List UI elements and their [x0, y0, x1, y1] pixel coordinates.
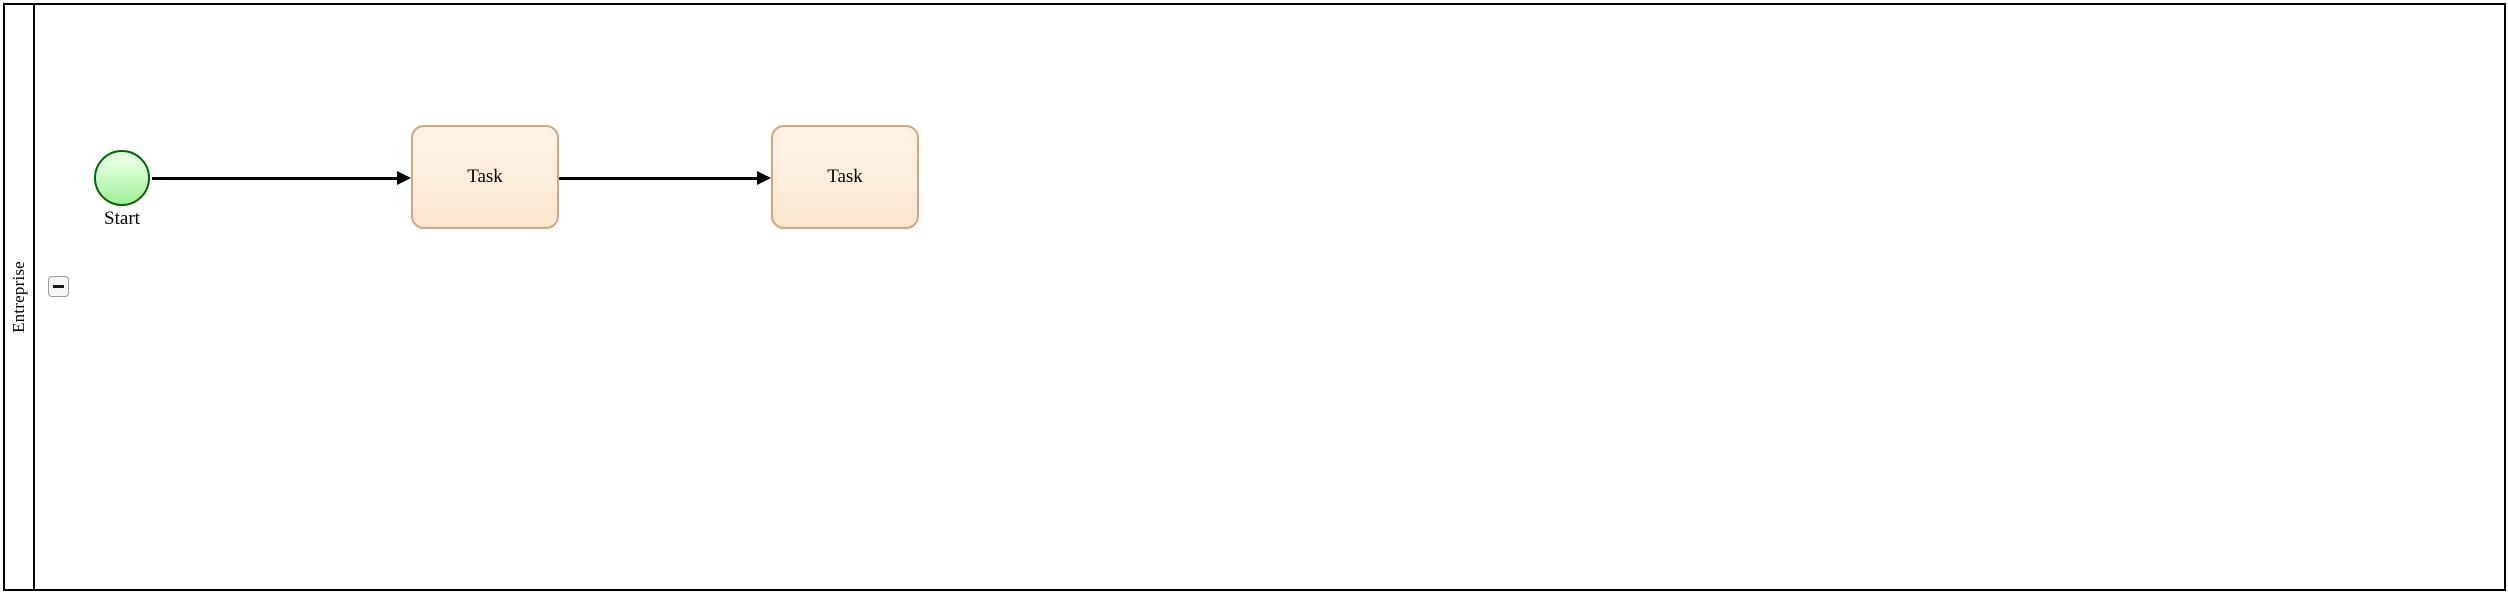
start-event-label: Start	[104, 208, 140, 229]
bpmn-pool: Entreprise Start Task Task	[3, 3, 2506, 591]
task-node-2[interactable]: Task	[771, 125, 919, 229]
task-node-1-label: Task	[467, 166, 503, 188]
task-node-2-label: Task	[827, 166, 863, 188]
sequence-flow-2[interactable]	[559, 177, 757, 180]
minus-icon	[53, 285, 64, 288]
lane-header-label: Entreprise	[9, 261, 28, 333]
task-node-1[interactable]: Task	[411, 125, 559, 229]
start-event-node[interactable]	[94, 150, 150, 206]
lane-body: Start Task Task	[35, 5, 2504, 589]
lane-header[interactable]: Entreprise	[5, 5, 35, 589]
sequence-flow-1-arrowhead	[397, 171, 411, 185]
sequence-flow-2-arrowhead	[757, 171, 771, 185]
sequence-flow-1[interactable]	[152, 177, 397, 180]
collapse-lane-button[interactable]	[48, 276, 69, 297]
